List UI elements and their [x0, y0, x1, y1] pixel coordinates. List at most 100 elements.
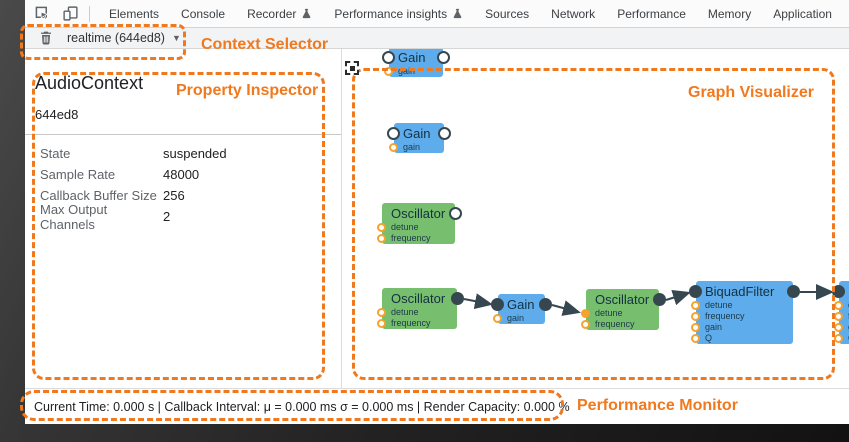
property-value: 48000 — [163, 167, 200, 182]
devtools-window: Elements Console Recorder Performance insig… — [25, 0, 849, 424]
output-port — [438, 127, 451, 140]
context-selector-dropdown[interactable]: realtime (644ed8) ▼ — [67, 31, 181, 45]
input-port — [382, 51, 395, 64]
context-id: 644ed8 — [35, 107, 79, 122]
param-port — [691, 312, 700, 321]
tab-application[interactable]: Application — [762, 0, 843, 27]
property-row-sample-rate: Sample Rate 48000 — [40, 164, 341, 185]
tab-performance-insights[interactable]: Performance insights — [323, 0, 474, 27]
param-port — [691, 323, 700, 332]
param-gain: gain — [691, 322, 793, 333]
param-frequency: frequency — [581, 319, 659, 330]
chevron-down-icon: ▼ — [171, 33, 181, 43]
toolbar-separator — [89, 5, 90, 22]
param-frequency: frequency — [834, 311, 849, 322]
performance-monitor-bar: Current Time: 0.000 s | Callback Interva… — [25, 388, 849, 424]
tab-label: Sources — [485, 6, 530, 21]
param-frequency: frequency — [377, 233, 455, 244]
property-label: Sample Rate — [40, 167, 116, 182]
tab-elements[interactable]: Elements — [98, 0, 170, 27]
tabbar-tools — [25, 3, 98, 25]
output-port — [787, 285, 800, 298]
panel-resize-divider[interactable] — [341, 49, 342, 388]
tab-network[interactable]: Network — [540, 0, 606, 27]
param-port — [389, 143, 398, 152]
inspect-element-button[interactable] — [31, 3, 53, 25]
node-label: Gain — [398, 50, 426, 65]
param-label: Q — [705, 333, 713, 343]
device-toolbar-icon — [62, 6, 78, 21]
input-port — [491, 298, 504, 311]
output-port — [653, 293, 666, 306]
tab-memory[interactable]: Memory — [697, 0, 762, 27]
property-label: Callback Buffer Size — [40, 188, 157, 203]
param-label: gain — [705, 322, 723, 332]
param-port — [834, 323, 843, 332]
annotation-corner-handle — [345, 61, 359, 75]
webaudio-toolbar: realtime (644ed8) ▼ — [25, 28, 849, 49]
param-label: detune — [391, 222, 419, 232]
param-label: frequency — [705, 311, 745, 321]
param-gain: gain — [389, 142, 444, 153]
delete-context-button[interactable] — [33, 28, 59, 48]
param-label: frequency — [595, 319, 635, 329]
property-label: Max Output Channels — [40, 201, 108, 232]
tab-console[interactable]: Console — [170, 0, 236, 27]
flask-icon — [303, 8, 311, 19]
param-q: Q — [691, 333, 793, 344]
param-label: gain — [398, 66, 416, 76]
param-label: frequency — [391, 318, 431, 328]
param-port — [691, 334, 700, 343]
tab-sources[interactable]: Sources — [474, 0, 540, 27]
node-label: Oscillator — [391, 291, 446, 306]
input-port — [832, 285, 845, 298]
inspector-divider — [25, 134, 341, 135]
property-value: 2 — [163, 209, 171, 224]
param-label: gain — [403, 142, 421, 152]
param-detune: detune — [834, 300, 849, 311]
param-frequency: frequency — [377, 318, 457, 329]
output-port — [449, 207, 462, 220]
context-selector-value: realtime (644ed8) — [67, 31, 165, 45]
param-q: Q — [834, 333, 849, 344]
output-port — [539, 298, 552, 311]
tab-label: Memory — [707, 6, 752, 21]
inspect-cursor-icon — [35, 6, 48, 20]
param-label: detune — [595, 308, 623, 318]
property-value: suspended — [163, 146, 227, 161]
devtools-tabbar: Elements Console Recorder Performance insig… — [25, 0, 849, 28]
param-label: detune — [391, 307, 419, 317]
param-gain: gain — [493, 313, 545, 324]
param-label: frequency — [391, 233, 431, 243]
param-port — [581, 320, 590, 329]
tab-performance[interactable]: Performance — [606, 0, 697, 27]
param-label: detune — [705, 300, 733, 310]
tab-label: Performance insights — [334, 6, 448, 21]
tab-recorder[interactable]: Recorder — [236, 0, 323, 27]
panel-tabs: Elements Console Recorder Performance insig… — [98, 0, 843, 27]
tab-label: Console — [181, 6, 226, 21]
param-detune: detune — [581, 308, 659, 319]
param-detune: detune — [377, 222, 455, 233]
param-port — [834, 301, 843, 310]
param-detune: detune — [691, 300, 793, 311]
tab-label: Recorder — [247, 6, 297, 21]
input-port — [387, 127, 400, 140]
param-gain: gain — [834, 322, 849, 333]
param-port — [384, 67, 393, 76]
param-port — [834, 334, 843, 343]
device-toolbar-button[interactable] — [59, 3, 81, 25]
param-port — [377, 234, 386, 243]
